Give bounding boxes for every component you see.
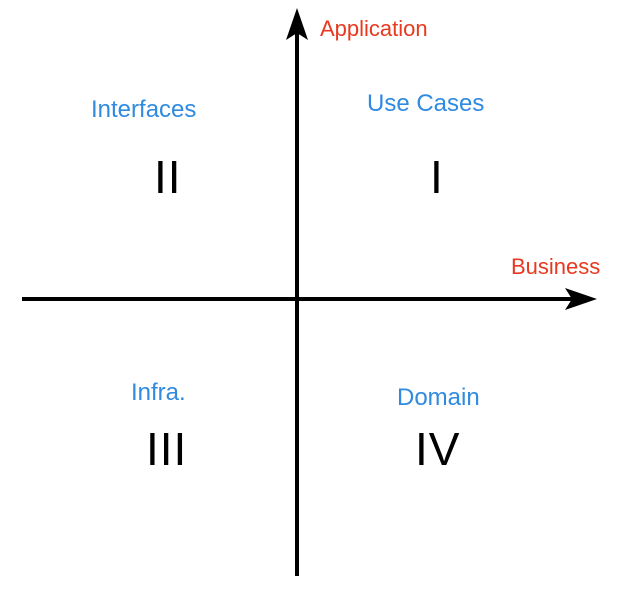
quadrant-3-label: Infra. (131, 379, 186, 406)
horizontal-axis-arrowhead (565, 288, 597, 310)
horizontal-axis-label: Business (511, 254, 601, 279)
quadrant-2-numeral: II (154, 151, 182, 203)
quadrant-3-numeral: III (146, 423, 188, 475)
vertical-axis-arrowhead (286, 8, 308, 40)
quadrant-1-label: Use Cases (367, 90, 485, 117)
quadrant-1-numeral: I (430, 151, 444, 203)
vertical-axis-label: Application (320, 16, 428, 41)
quadrant-4-numeral: IV (415, 423, 461, 475)
quadrant-2-label: Interfaces (91, 96, 197, 123)
quadrant-4-label: Domain (397, 384, 480, 411)
